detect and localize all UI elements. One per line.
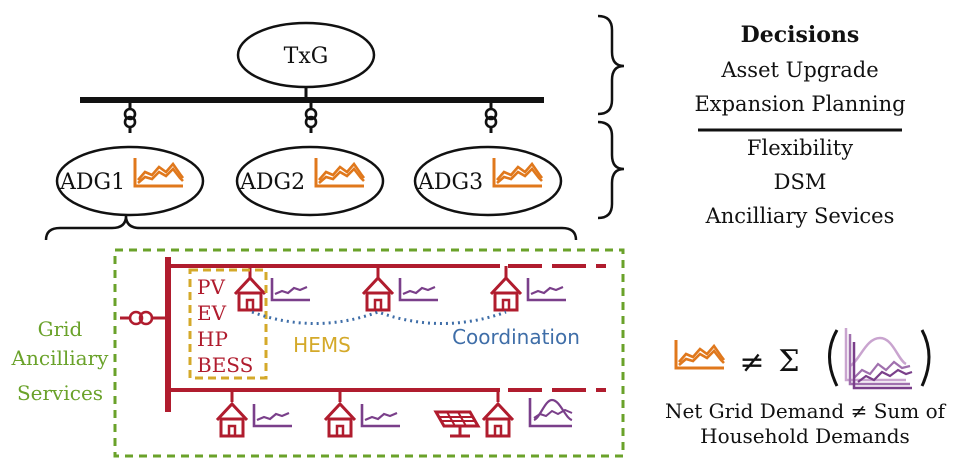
decision-item: Expansion Planning <box>694 92 905 116</box>
adg-label: ADG1 <box>59 170 125 195</box>
household-demand-icon <box>360 402 402 428</box>
feeder-transformer-icon <box>128 310 144 326</box>
left-paren-icon <box>828 329 839 387</box>
adg-node <box>413 145 563 217</box>
net-demand-icon <box>674 338 726 370</box>
right-paren-icon <box>920 329 931 387</box>
not-equal-symbol: ≠ <box>739 345 764 380</box>
adg-node <box>55 145 205 217</box>
hems-box <box>188 268 268 380</box>
stacked-household-demands-icon <box>844 328 913 390</box>
house-icon <box>215 402 249 438</box>
house-icon <box>361 276 395 312</box>
hems-label: HEMS <box>293 333 351 357</box>
equation-caption: Household Demands <box>700 424 910 448</box>
transformer-icon <box>304 101 318 135</box>
net-demand-equation: ≠ Σ <box>674 328 931 390</box>
asset-label: BESS <box>197 353 253 377</box>
grid-services-label: Grid <box>38 317 83 341</box>
household-demand-icon <box>270 276 312 302</box>
sum-symbol: Σ <box>778 344 799 379</box>
house-icon <box>323 402 357 438</box>
coordination-link <box>251 310 507 325</box>
house-icon <box>489 276 523 312</box>
asset-label: PV <box>197 275 225 299</box>
solar-panel-icon <box>433 410 481 438</box>
transformer-icon <box>123 101 137 135</box>
household-demand-icon <box>398 276 440 302</box>
adg-node <box>235 145 385 217</box>
house-icon <box>481 402 515 438</box>
asset-label: EV <box>197 301 227 325</box>
grid-services-label: Services <box>17 381 103 405</box>
decision-item: Flexibility <box>747 136 853 160</box>
household-demand-icon <box>528 398 573 428</box>
household-demand-icon <box>252 402 294 428</box>
adg-label: ADG3 <box>417 170 483 195</box>
coordination-label: Coordination <box>452 325 580 349</box>
right-brace-icon <box>597 120 625 220</box>
txg-label: TxG <box>284 44 329 69</box>
adg-label: ADG2 <box>239 170 305 195</box>
household-demand-icon <box>526 276 568 302</box>
right-brace-icon <box>597 14 625 116</box>
grid-services-label: Ancilliary <box>11 346 110 370</box>
decision-item: Ancilliary Sevices <box>705 204 895 228</box>
equation-caption: Net Grid Demand ≠ Sum of <box>665 399 947 423</box>
decision-item: Asset Upgrade <box>720 58 878 82</box>
decision-item: DSM <box>774 170 827 194</box>
house-icon <box>233 276 267 312</box>
ancillary-services-boundary <box>113 248 625 458</box>
asset-label: HP <box>197 327 228 351</box>
expand-brace-icon <box>44 215 578 241</box>
decisions-heading: Decisions <box>741 22 860 48</box>
transformer-icon <box>484 101 498 135</box>
